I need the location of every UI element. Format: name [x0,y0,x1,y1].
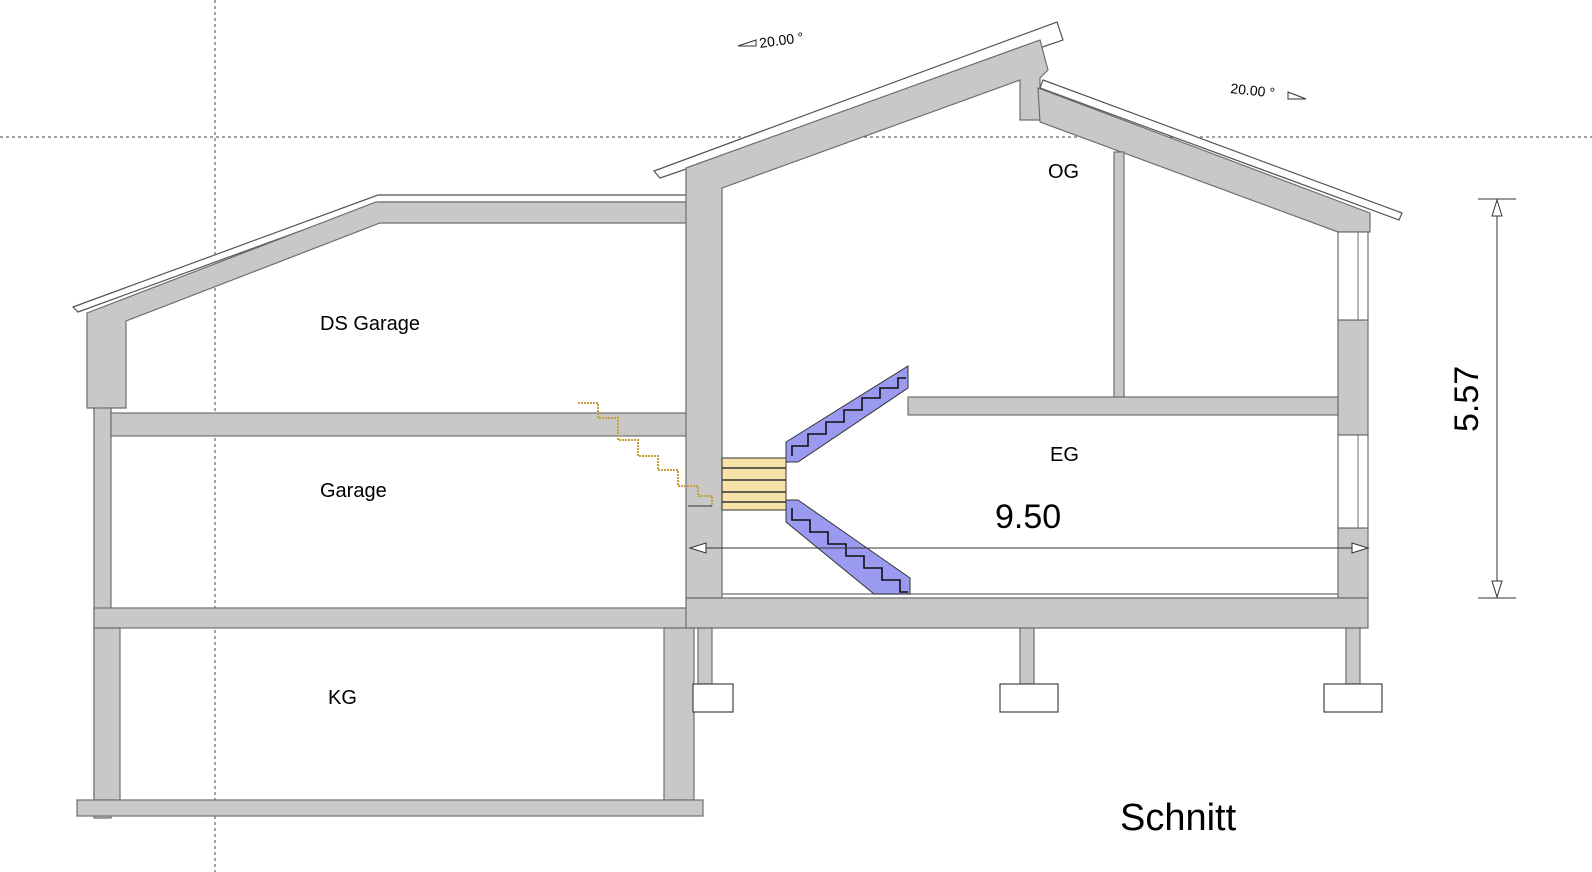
room-label-og: OG [1048,161,1079,183]
garage-roof-slab [86,201,695,414]
drawing-title: Schnitt [1120,797,1237,839]
window-upper [1337,231,1369,321]
pier-right [1345,627,1361,685]
window-lower [1337,434,1369,529]
house-right-wall-lower [1337,527,1369,599]
right-roof-angle: 20.00 ° [1230,80,1307,101]
room-label-ds-garage: DS Garage [320,313,420,335]
stair-lower-flight [785,499,911,595]
right-roof-angle-label: 20.00 ° [1230,80,1276,101]
kg-left-wall [93,627,121,801]
footing-left [692,683,734,713]
left-roof-angle-label: 20.00 ° [758,29,804,51]
room-label-garage: Garage [320,480,387,502]
pier-middle [1019,627,1035,685]
garage-steps [578,402,713,507]
room-label-eg: EG [1050,444,1079,466]
footing-right [1323,683,1383,713]
eg-floor-slab [685,597,1369,629]
house-left-roof-covering [652,21,1064,179]
room-label-kg: KG [328,687,357,709]
kg-foundation [76,799,704,817]
og-partition-wall [1113,151,1125,398]
house-left-roof-slab [685,39,1049,599]
height-dimension-label: 5.57 [1448,366,1486,432]
stair-landing [721,457,787,511]
height-dimension: 5.57 [1448,198,1516,599]
stair-upper-flight [785,365,909,463]
garage-floor-slab [93,607,695,629]
kg-right-wall [663,627,695,801]
width-dimension-label: 9.50 [995,498,1061,536]
main-house [652,21,1403,713]
pier-left [697,627,713,685]
garage-attic-floor [110,412,695,437]
house-right-roof-slab [1037,87,1371,233]
width-dimension: 9.50 [688,498,1370,554]
left-roof-angle: 20.00 ° [737,29,805,51]
house-right-roof-covering [1039,79,1403,221]
footing-middle [999,683,1059,713]
garage-wing [71,194,704,819]
house-right-wall-upper [1337,319,1369,436]
og-floor-slab [907,396,1339,416]
